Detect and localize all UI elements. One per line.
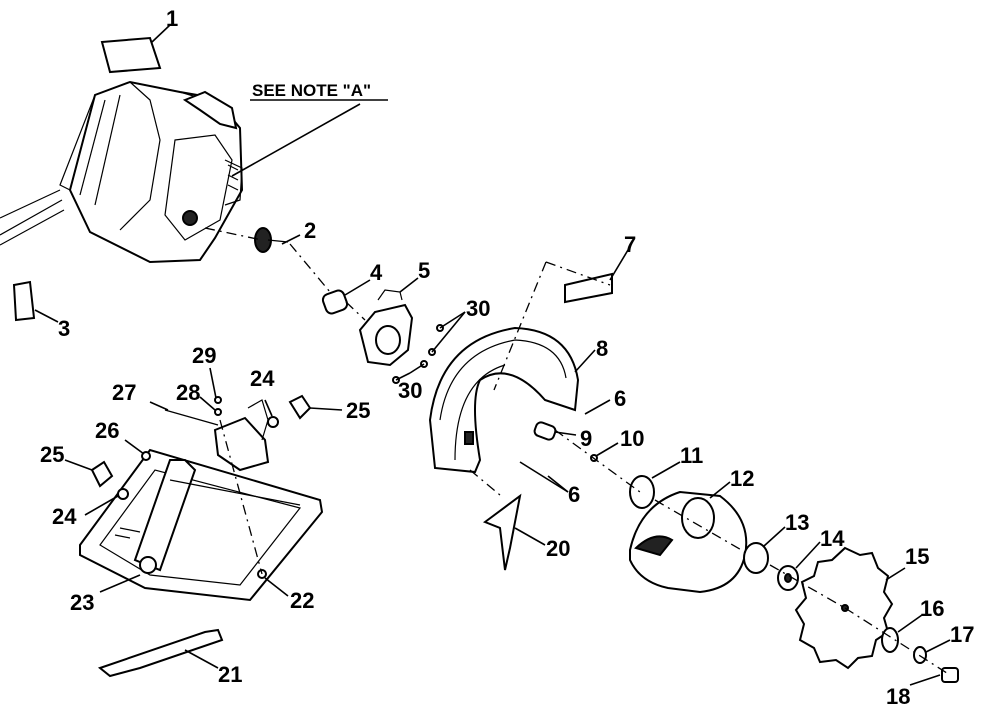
part-label-30-top: 30 <box>466 296 490 321</box>
center-lines <box>204 227 951 676</box>
part-label-22: 22 <box>290 588 314 613</box>
part-label-27: 27 <box>112 380 136 405</box>
part-label-14: 14 <box>820 526 845 551</box>
part-label-16: 16 <box>920 596 944 621</box>
part-label-6-bottom: 6 <box>568 482 580 507</box>
part-label-13: 13 <box>785 510 809 535</box>
part-label-9: 9 <box>580 426 592 451</box>
part-label-29: 29 <box>192 343 216 368</box>
part-labels: SEE NOTE "A" 1 2 3 4 5 6 6 7 8 9 10 11 1… <box>40 6 974 709</box>
part-label-1: 1 <box>166 6 178 31</box>
part-label-2: 2 <box>304 218 316 243</box>
part-label-25-right: 25 <box>346 398 370 423</box>
part-label-7: 7 <box>624 232 636 257</box>
part-label-12: 12 <box>730 466 754 491</box>
part-label-11: 11 <box>680 443 703 468</box>
part-label-24-left: 24 <box>52 504 77 529</box>
small-parts <box>12 36 959 683</box>
part-label-5: 5 <box>418 258 430 283</box>
part-label-30-bottom: 30 <box>398 378 422 403</box>
part-label-4: 4 <box>370 260 383 285</box>
note-label: SEE NOTE "A" <box>252 81 371 100</box>
part-label-28: 28 <box>176 380 200 405</box>
part-label-25-left: 25 <box>40 442 64 467</box>
part-label-20: 20 <box>546 536 570 561</box>
part-label-18: 18 <box>886 684 910 709</box>
part-label-15: 15 <box>905 544 929 569</box>
part-label-24-right: 24 <box>250 366 275 391</box>
part-label-26: 26 <box>95 418 119 443</box>
part-label-6-top: 6 <box>614 386 626 411</box>
base-plate-assembly <box>79 399 324 602</box>
part-label-23: 23 <box>70 590 94 615</box>
part-label-17: 17 <box>950 622 974 647</box>
part-label-21: 21 <box>218 662 242 687</box>
saw-blade <box>794 546 894 670</box>
motor-housing <box>0 80 244 264</box>
part-label-8: 8 <box>596 336 608 361</box>
part-label-3: 3 <box>58 316 70 341</box>
upper-blade-guard <box>428 326 580 474</box>
leader-lines <box>34 24 951 686</box>
part-label-10: 10 <box>620 426 644 451</box>
